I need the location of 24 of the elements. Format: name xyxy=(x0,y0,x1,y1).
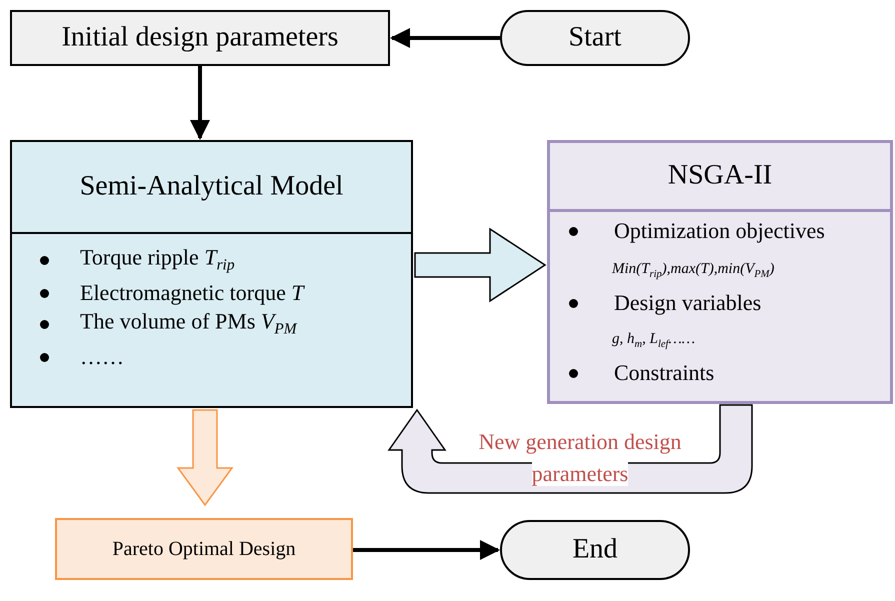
node-label: Start xyxy=(568,22,622,54)
arrow xyxy=(353,540,500,560)
formula-text: g, h$_{m}$, L$_{lef}$…… xyxy=(612,331,696,351)
node-label: Initial design parameters xyxy=(60,22,340,54)
panel-heading: NSGA-II xyxy=(666,160,774,192)
arrow xyxy=(390,28,500,48)
list-item: …… xyxy=(80,344,124,370)
formula-text: Min(T$_{rip}$),max(T),min(V$_{PM}$) xyxy=(612,261,774,281)
list-item: Electromagnetic torque T xyxy=(80,280,304,306)
list-item: The volume of PMs V$_{PM}$ xyxy=(80,309,297,339)
model-panel xyxy=(547,140,893,404)
process-box xyxy=(10,10,390,66)
list-item: Optimization objectives xyxy=(614,218,825,244)
model-panel xyxy=(10,140,413,408)
panel-heading: Semi-Analytical Model xyxy=(78,172,344,202)
process-box xyxy=(55,518,353,580)
arrow xyxy=(190,66,210,140)
block-arrow xyxy=(414,228,546,302)
list-item: Torque ripple T$_{rip}$ xyxy=(80,245,235,275)
node-label: Pareto Optimal Design xyxy=(111,538,297,560)
list-item: Constraints xyxy=(614,360,714,386)
list-item: Design variables xyxy=(614,290,762,316)
block-arrow xyxy=(176,409,234,506)
node-label: End xyxy=(571,534,619,566)
